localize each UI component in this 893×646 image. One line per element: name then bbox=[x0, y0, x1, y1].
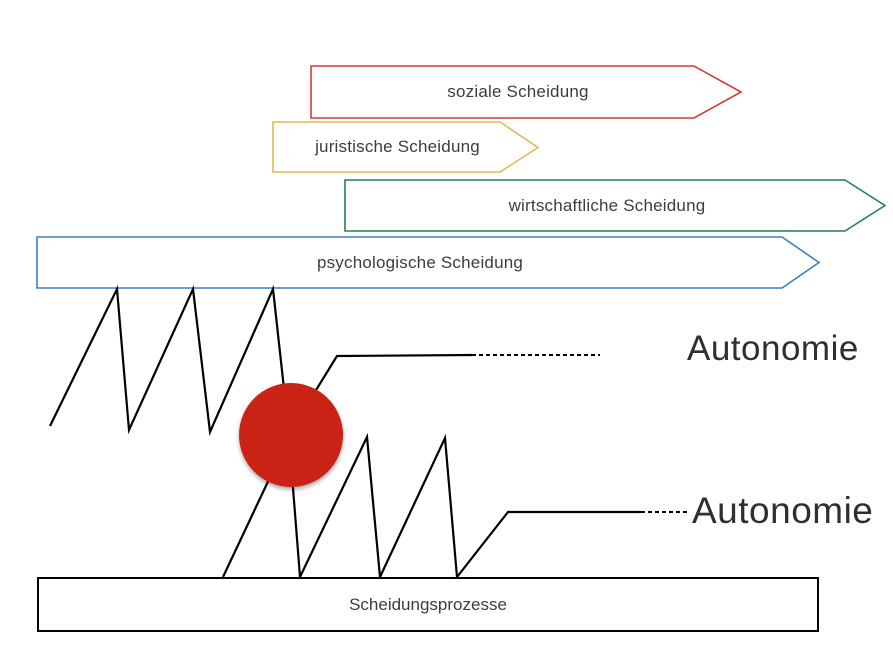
zigzag-upper-line bbox=[49, 284, 473, 438]
arrow-label-juristische: juristische Scheidung bbox=[315, 137, 480, 156]
event-circle bbox=[239, 383, 343, 487]
arrow-shape-juristische bbox=[272, 121, 540, 173]
arrow-shape-psychologische bbox=[36, 236, 821, 289]
arrow-label-wirtschaftliche: wirtschaftliche Scheidung bbox=[508, 196, 706, 215]
autonomie-label-upper: Autonomie bbox=[687, 329, 859, 368]
arrow-label-soziale: soziale Scheidung bbox=[447, 82, 589, 101]
process-box-label: Scheidungsprozesse bbox=[349, 595, 507, 614]
arrow-shape-wirtschaftliche bbox=[344, 179, 887, 232]
arrow-shape-soziale bbox=[310, 65, 743, 119]
autonomie-label-lower: Autonomie bbox=[692, 490, 874, 531]
process-box bbox=[37, 577, 819, 632]
arrow-label-psychologische: psychologische Scheidung bbox=[316, 253, 524, 272]
